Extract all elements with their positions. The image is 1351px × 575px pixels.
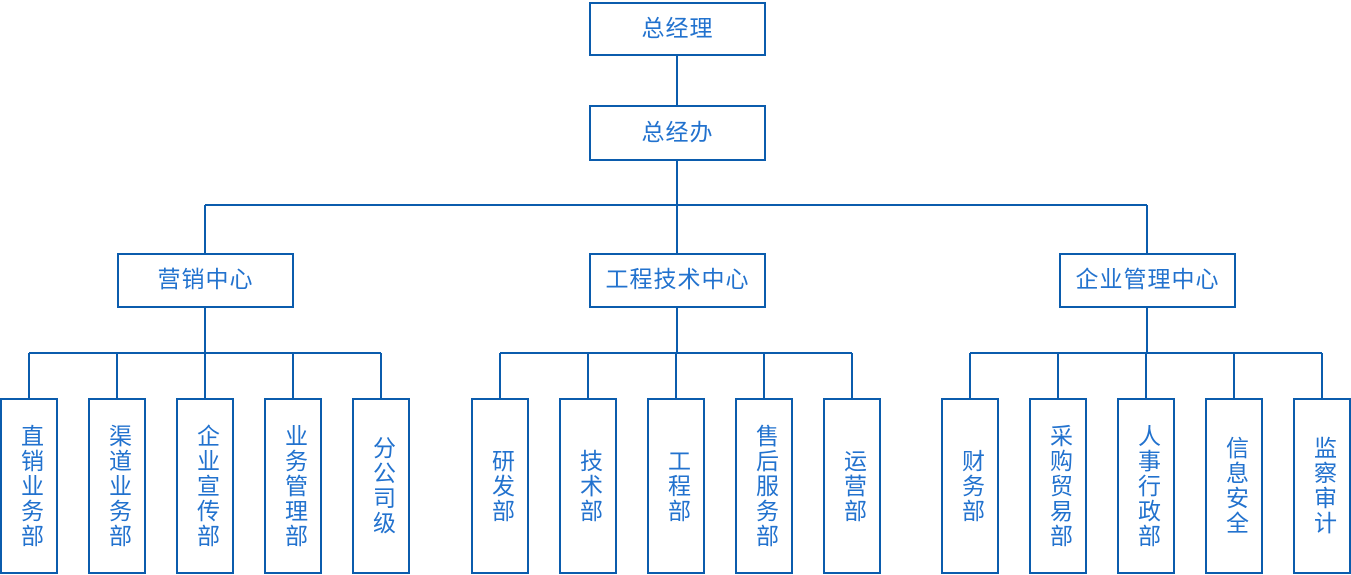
node-dept-supervision-audit[interactable]: 监察审计 [1293,398,1351,574]
node-label: 营销中心 [157,267,254,294]
node-dept-after-sales-service[interactable]: 售后服务部 [735,398,793,574]
node-label: 直销业务部 [16,423,43,549]
node-dept-research-development[interactable]: 研发部 [471,398,529,574]
node-label: 总经理 [641,15,714,42]
node-label: 技术部 [575,448,602,524]
node-center-engineering-technology[interactable]: 工程技术中心 [589,253,766,308]
node-label: 工程部 [663,448,690,524]
node-label: 人事行政部 [1133,423,1160,549]
node-label: 信息安全 [1221,436,1248,536]
node-dept-finance[interactable]: 财务部 [941,398,999,574]
node-label: 企业管理中心 [1075,267,1220,294]
node-dept-hr-administration[interactable]: 人事行政部 [1117,398,1175,574]
node-label: 业务管理部 [280,423,307,549]
node-general-manager[interactable]: 总经理 [589,2,766,56]
node-dept-procurement-trade[interactable]: 采购贸易部 [1029,398,1087,574]
node-label: 渠道业务部 [104,423,131,549]
node-center-marketing[interactable]: 营销中心 [117,253,294,308]
node-label: 售后服务部 [751,423,778,549]
node-label: 采购贸易部 [1045,423,1072,549]
node-dept-business-management[interactable]: 业务管理部 [264,398,322,574]
node-dept-branch-company-level[interactable]: 分公司级 [352,398,410,574]
node-dept-channel-sales[interactable]: 渠道业务部 [88,398,146,574]
node-dept-direct-sales[interactable]: 直销业务部 [0,398,58,574]
node-dept-information-security[interactable]: 信息安全 [1205,398,1263,574]
node-center-enterprise-management[interactable]: 企业管理中心 [1059,253,1236,308]
node-label: 监察审计 [1309,436,1336,536]
node-general-office[interactable]: 总经办 [589,105,766,161]
node-label: 分公司级 [368,436,395,536]
node-label: 企业宣传部 [192,423,219,549]
node-dept-operations[interactable]: 运营部 [823,398,881,574]
node-label: 研发部 [487,448,514,524]
node-label: 财务部 [957,448,984,524]
node-dept-engineering[interactable]: 工程部 [647,398,705,574]
node-dept-corporate-publicity[interactable]: 企业宣传部 [176,398,234,574]
node-label: 运营部 [839,448,866,524]
node-label: 总经办 [641,119,714,146]
node-label: 工程技术中心 [605,267,750,294]
node-dept-technology[interactable]: 技术部 [559,398,617,574]
